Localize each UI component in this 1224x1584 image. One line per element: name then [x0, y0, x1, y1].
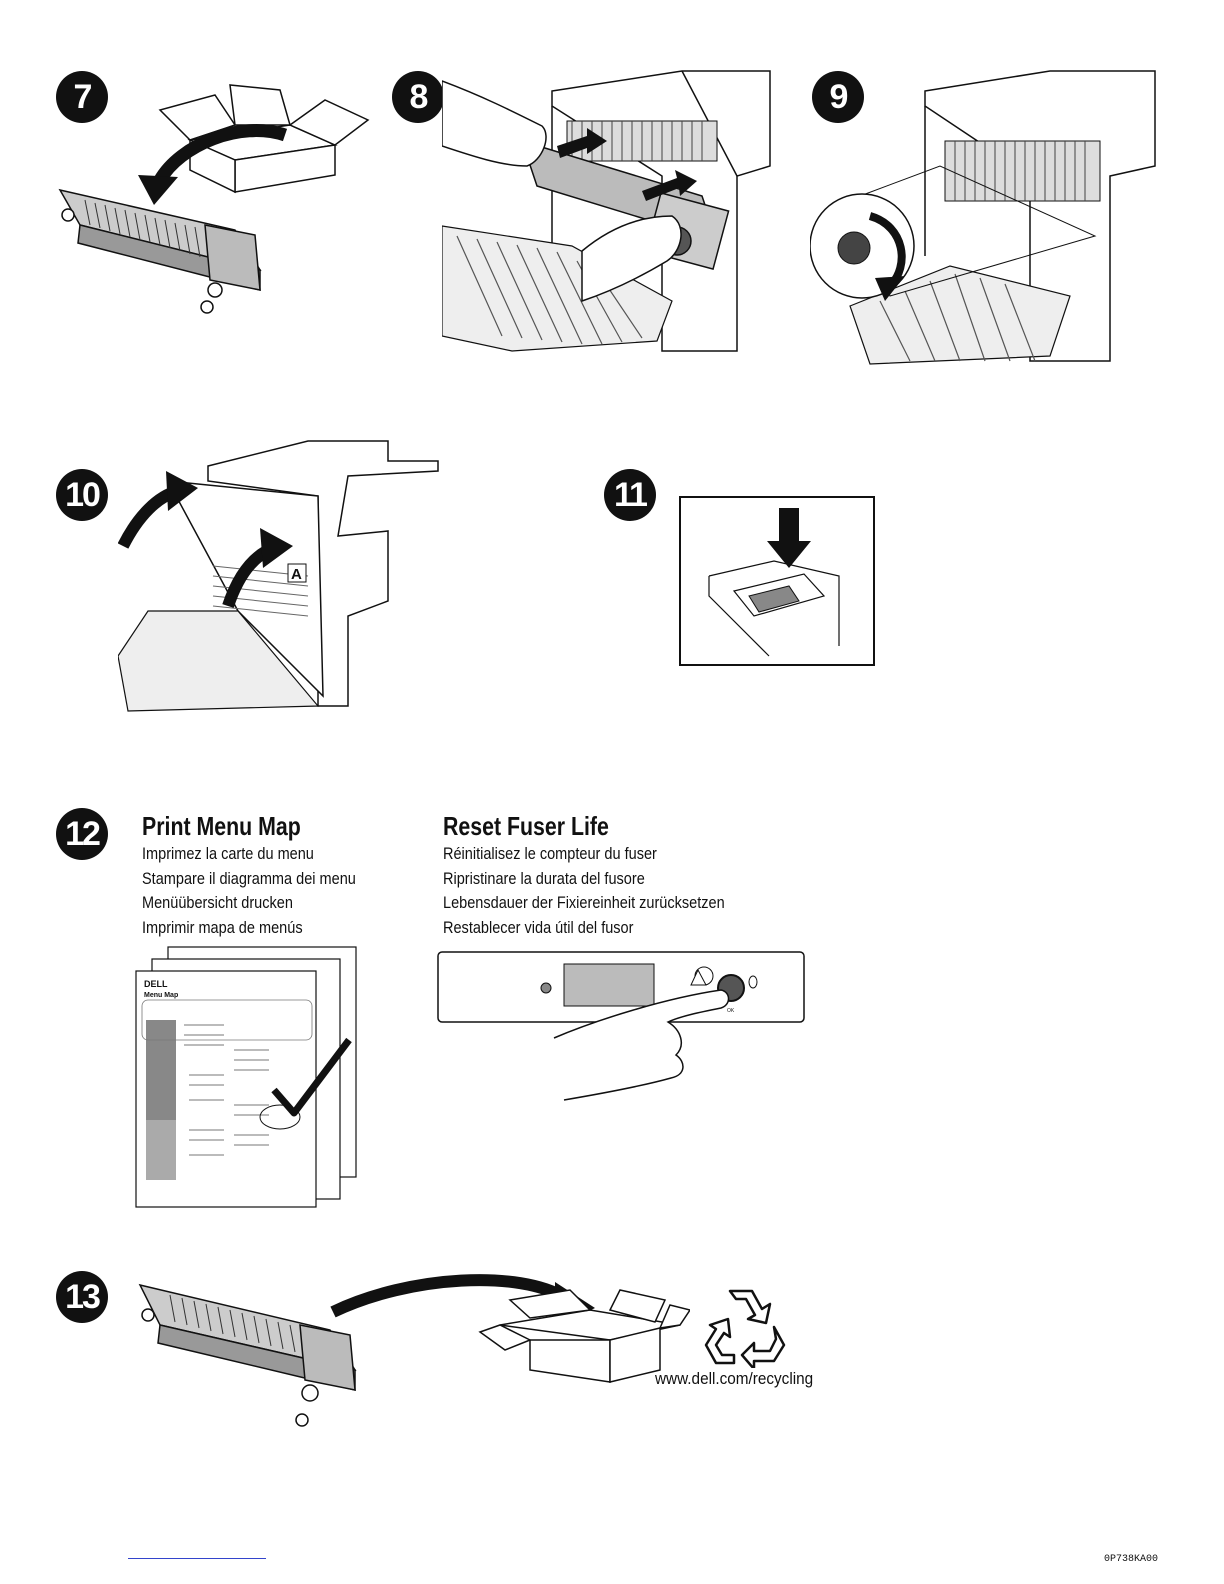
translation-fr: Réinitialisez le compteur du fuser — [443, 845, 657, 863]
print-menu-map-title: Print Menu Map — [142, 811, 301, 841]
ok-label: OK — [727, 1008, 735, 1014]
step-9-badge: 9 — [812, 71, 864, 123]
pointing-hand — [553, 989, 730, 1101]
status-led — [540, 982, 552, 994]
translation-it: Stampare il diagramma dei menu — [142, 869, 356, 888]
curved-arrow-icon — [154, 124, 288, 184]
box-icon — [158, 84, 370, 194]
down-arrow-icon — [767, 508, 811, 568]
step-8-badge: 8 — [392, 71, 444, 123]
lcd-display — [563, 963, 655, 1007]
step-9-illustration — [810, 66, 1158, 366]
step-8-illustration — [442, 66, 772, 356]
translation-de: Lebensdauer der Fixiereinheit zurücksetz… — [443, 894, 725, 912]
control-panel-illustration: OK — [436, 950, 808, 1110]
door-label: A — [291, 566, 302, 583]
menu-map-document-illustration: DELL Menu Map — [134, 945, 359, 1210]
footer-link-underline — [128, 1558, 266, 1559]
step-10-illustration: A — [118, 436, 468, 716]
checkmark-icon — [271, 1037, 352, 1117]
step-13-badge: 13 — [56, 1271, 108, 1323]
step-7-illustration — [50, 75, 380, 325]
translation-de: Menüübersicht drucken — [142, 894, 293, 912]
doc-brand: DELL — [144, 979, 168, 989]
step-11-illustration — [679, 496, 875, 666]
print-menu-map-translations: Imprimez la carte du menu Stampare il di… — [142, 842, 385, 940]
recycling-url[interactable]: www.dell.com/recycling — [655, 1369, 814, 1388]
translation-fr: Imprimez la carte du menu — [142, 845, 314, 863]
reset-fuser-life-translations: Réinitialisez le compteur du fuser Ripri… — [443, 842, 763, 940]
doc-heading: Menu Map — [144, 992, 178, 999]
document-code: 0P738KA00 — [1104, 1554, 1159, 1565]
box-icon — [478, 1289, 690, 1383]
step-10-badge: 10 — [56, 469, 108, 521]
power-switch — [748, 585, 800, 613]
translation-es: Restablecer vida útil del fusor — [443, 918, 634, 937]
step-11-badge: 11 — [604, 469, 656, 521]
fuser-unit — [58, 188, 262, 314]
step-12-badge: 12 — [56, 808, 108, 860]
reset-fuser-life-title: Reset Fuser Life — [443, 811, 609, 841]
translation-es: Imprimir mapa de menús — [142, 918, 303, 937]
step-7-badge: 7 — [56, 71, 108, 123]
step-13-arrow-box-illustration — [330, 1270, 690, 1390]
recycle-icon — [700, 1283, 790, 1368]
translation-it: Ripristinare la durata del fusore — [443, 869, 645, 888]
curved-arrow-icon — [330, 1274, 569, 1318]
step-13-fuser-illustration — [130, 1275, 365, 1435]
